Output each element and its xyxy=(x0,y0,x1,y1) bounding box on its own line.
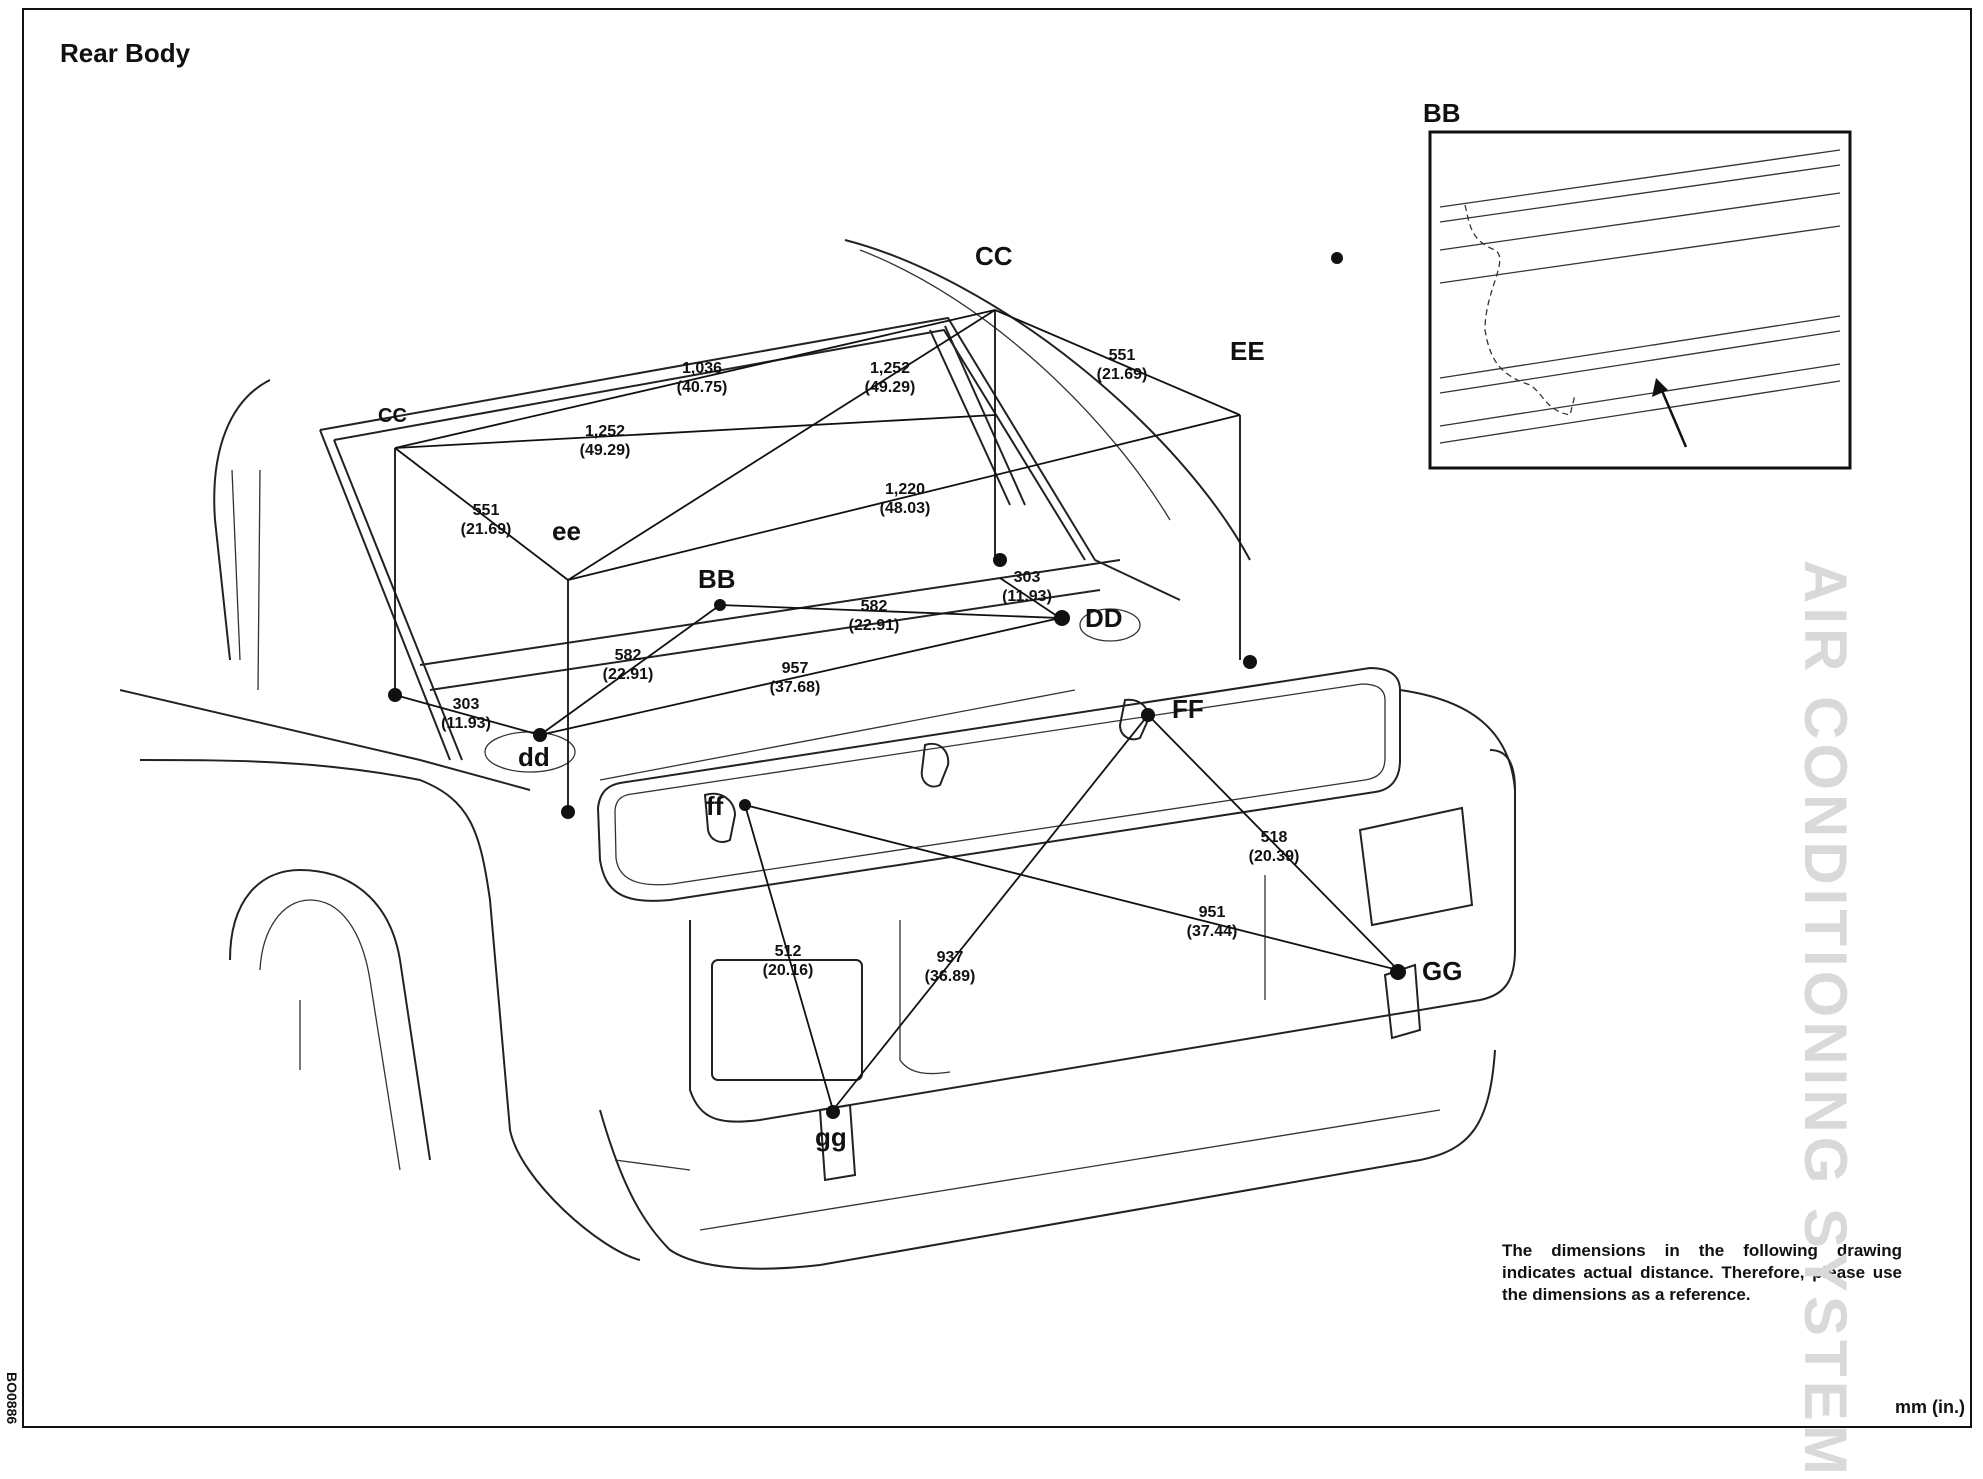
dim-303-right-mm: 303 xyxy=(1014,569,1041,586)
dim-551-right-mm: 551 xyxy=(1109,347,1136,364)
dim-518-mm: 518 xyxy=(1261,829,1288,846)
marker-BB xyxy=(714,599,726,611)
dim-512-mm: 512 xyxy=(775,943,802,960)
dimension-note: The dimensions in the following drawing … xyxy=(1502,1241,1902,1304)
marker-dd xyxy=(533,728,547,742)
label-EE: EE xyxy=(1230,336,1265,366)
marker-FF xyxy=(1141,708,1155,722)
dim-551-right-in: (21.69) xyxy=(1097,366,1148,383)
marker-ff xyxy=(739,799,751,811)
dim-551-left-in: (21.69) xyxy=(461,521,512,538)
label-CC: CC xyxy=(975,241,1013,271)
dim-951-mm: 951 xyxy=(1199,904,1226,921)
dim-937-in: (36.89) xyxy=(925,968,976,985)
dim-1252-top-in: (49.29) xyxy=(865,379,916,396)
dim-1252-left-mm: 1,252 xyxy=(585,423,625,440)
marker-cc xyxy=(388,688,402,702)
marker-DD xyxy=(1054,610,1070,626)
page-border xyxy=(22,8,1972,1428)
dim-582-left-mm: 582 xyxy=(615,647,642,664)
drawing-code: BO0886 xyxy=(4,1372,20,1425)
marker-gg xyxy=(826,1105,840,1119)
point-markers xyxy=(388,553,1406,1119)
label-FF: FF xyxy=(1172,694,1204,724)
rear-body-drawing: CC CC EE ee BB DD dd FF ff GG gg 1,036 (… xyxy=(119,130,1852,1270)
dim-303-right-in: (11.93) xyxy=(1002,588,1052,605)
inset-arrowhead xyxy=(1652,378,1668,397)
dimension-labels: 1,036 (40.75) 1,252 (49.29) 551 (21.69) … xyxy=(441,347,1299,985)
label-ff: ff xyxy=(706,791,724,821)
inset-frame xyxy=(1428,130,1852,470)
dim-937-mm: 937 xyxy=(937,949,964,966)
measurement-lines xyxy=(394,309,1399,1111)
dim-1220-in: (48.03) xyxy=(880,500,931,517)
dim-1036-mm: 1,036 xyxy=(682,360,722,377)
label-cc: CC xyxy=(378,405,407,427)
ink-spot xyxy=(1331,252,1343,264)
dim-582-left-in: (22.91) xyxy=(603,666,654,683)
units-label: mm (in.) xyxy=(1895,1397,1965,1417)
dim-951-in: (37.44) xyxy=(1187,923,1238,940)
marker-EE xyxy=(1243,655,1257,669)
car-body-outline xyxy=(119,239,1516,1270)
dim-303-left-in: (11.93) xyxy=(441,715,491,732)
dim-957-in: (37.68) xyxy=(770,679,821,696)
dim-1252-top-mm: 1,252 xyxy=(870,360,910,377)
label-BB: BB xyxy=(698,564,736,594)
dim-582-right-in: (22.91) xyxy=(849,617,900,634)
label-gg: gg xyxy=(815,1122,847,1152)
dim-582-right-mm: 582 xyxy=(861,598,888,615)
dim-1252-left-in: (49.29) xyxy=(580,442,631,459)
dim-1036-in: (40.75) xyxy=(677,379,728,396)
dim-303-left-mm: 303 xyxy=(453,696,480,713)
page-title: Rear Body xyxy=(60,38,191,68)
marker-CC xyxy=(993,553,1007,567)
bleed-through-text: AIR CONDITIONING SYSTEM xyxy=(1792,560,1859,1479)
marker-ee xyxy=(561,805,575,819)
dim-1220-mm: 1,220 xyxy=(885,481,925,498)
marker-GG xyxy=(1390,964,1406,980)
label-dd: dd xyxy=(518,742,550,772)
point-labels: CC CC EE ee BB DD dd FF ff GG gg xyxy=(378,241,1462,1152)
dim-512-in: (20.16) xyxy=(763,962,814,979)
label-ee: ee xyxy=(552,516,581,546)
inset-detail-bb xyxy=(1428,130,1852,470)
label-GG: GG xyxy=(1422,956,1462,986)
label-DD: DD xyxy=(1085,603,1123,633)
dim-551-left-mm: 551 xyxy=(473,502,500,519)
diagram-page: CC CC EE ee BB DD dd FF ff GG gg 1,036 (… xyxy=(4,8,1972,1479)
inset-arrow xyxy=(1658,385,1688,448)
dim-957-mm: 957 xyxy=(782,660,809,677)
dim-518-in: (20.39) xyxy=(1249,848,1300,865)
inset-label: BB xyxy=(1423,98,1461,128)
